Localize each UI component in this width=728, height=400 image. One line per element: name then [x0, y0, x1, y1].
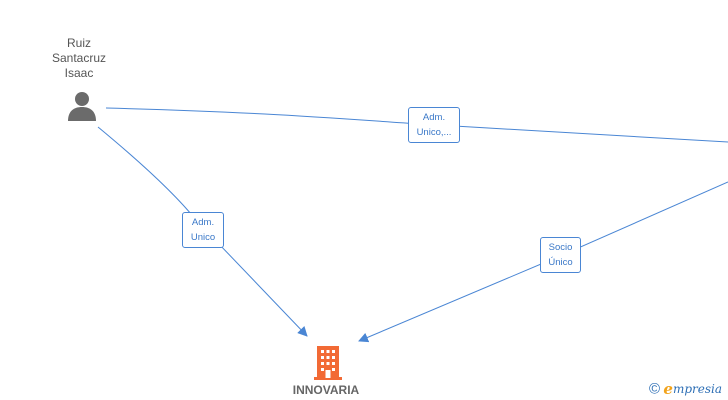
- edge-label-line: Unico,...: [416, 127, 452, 138]
- edge-label-line: Adm.: [422, 112, 446, 123]
- person-icon[interactable]: [66, 91, 98, 121]
- person-name-line: Ruiz: [66, 36, 91, 50]
- person-name-line: Santacruz: [51, 51, 107, 65]
- person-name[interactable]: Ruiz Santacruz Isaac: [39, 36, 119, 81]
- edge-label-person-offscreen[interactable]: Adm. Unico,...: [408, 107, 460, 143]
- person-name-line: Isaac: [64, 66, 94, 80]
- brand-first-letter: e: [663, 380, 673, 398]
- edge-label-line: Socio: [548, 242, 573, 253]
- building-icon[interactable]: [313, 344, 343, 380]
- brand-name-rest: mpresia: [672, 382, 723, 396]
- edge-label-offscreen-company[interactable]: Socio Único: [540, 237, 581, 273]
- edge-label-line: Adm.: [191, 217, 215, 228]
- brand-logo: © empresia: [649, 380, 728, 398]
- copyright-icon: ©: [649, 380, 661, 398]
- edge-label-person-company[interactable]: Adm. Unico: [182, 212, 224, 248]
- edge-label-line: Unico: [190, 232, 216, 243]
- edge-label-line: Único: [548, 257, 573, 268]
- company-name[interactable]: INNOVARIA: [292, 383, 360, 397]
